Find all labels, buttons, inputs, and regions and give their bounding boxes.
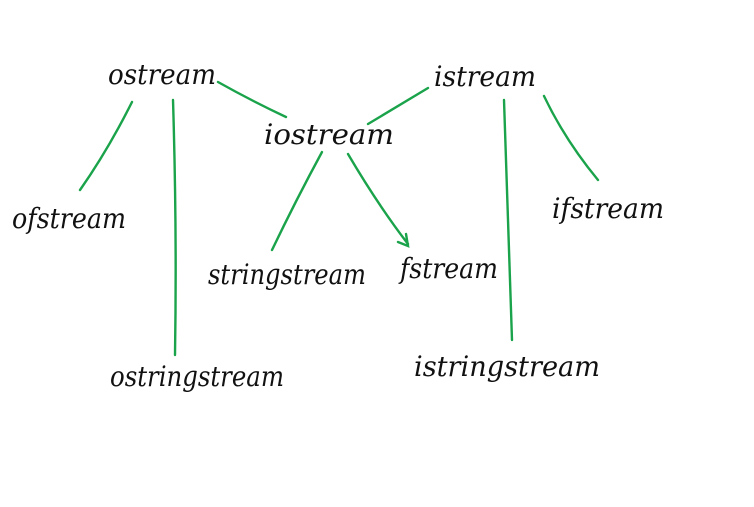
node-ifstream: ifstream (552, 192, 664, 225)
edge-ostream-to-ofstream (78, 100, 134, 192)
node-fstream: fstream (398, 252, 498, 285)
node-ostream: ostream (108, 58, 216, 91)
node-stringstream: stringstream (208, 258, 366, 291)
node-ofstream: ofstream (12, 202, 126, 235)
node-istringstream: istringstream (414, 350, 600, 383)
node-iostream: iostream (264, 118, 394, 151)
edges-layer (78, 80, 600, 357)
edge-ostream-to-iostream (216, 80, 288, 119)
edge-iostream-to-stringstream (270, 150, 324, 252)
edge-istream-to-istringstream (502, 98, 514, 342)
edge-istream-to-ifstream (542, 94, 600, 182)
edge-iostream-to-fstream (346, 152, 410, 246)
node-ostringstream: ostringstream (110, 360, 284, 393)
edge-fstream-arrowhead (396, 232, 410, 248)
nodes-layer: ostream istream iostream ofstream ifstream st… (12, 58, 664, 393)
node-istream: istream (434, 60, 536, 93)
edge-ostream-to-ostringstream (171, 98, 177, 357)
edge-istream-to-iostream (366, 86, 430, 126)
